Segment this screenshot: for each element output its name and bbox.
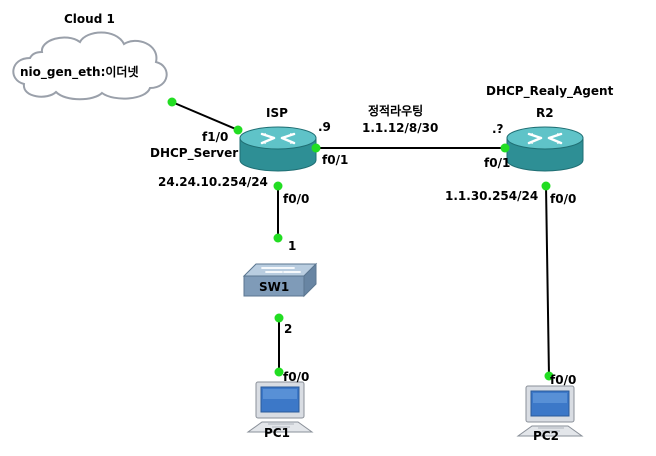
port-label-pc1: f0/0 [283, 370, 309, 384]
port-label-pc2: f0/0 [550, 373, 576, 387]
port-dot-r2-f0-0 [541, 181, 551, 191]
port-label-sw1-p1: 1 [288, 239, 296, 253]
port-dot-r2-f0-1 [500, 143, 510, 153]
port-label-r2-f0-1: f0/1 [484, 156, 510, 170]
port-label-isp-host: .9 [318, 120, 331, 134]
routing-subnet: 1.1.12/8/30 [362, 121, 438, 135]
port-dot-isp-f0-1 [311, 143, 321, 153]
port-label-sw1-p2: 2 [284, 322, 292, 336]
isp-lan-ip: 24.24.10.254/24 [158, 175, 268, 189]
links [171, 101, 550, 377]
cloud-icon [12, 31, 168, 101]
r2-lan-ip: 1.1.30.254/24 [445, 189, 538, 203]
port-dot-isp-f0-0 [273, 181, 283, 191]
port-label-r2-f0-0: f0/0 [550, 192, 576, 206]
port-dots [167, 97, 554, 381]
pc1[interactable] [246, 381, 314, 433]
switch-icon [242, 262, 318, 298]
router-isp-name: ISP [266, 106, 288, 120]
port-label-r2-host: .? [492, 122, 504, 136]
cloud-1[interactable]: Cloud 1 nio_gen_eth:이더넷 [12, 12, 168, 101]
switch-sw1[interactable] [242, 262, 318, 298]
switch-sw1-name: SW1 [259, 280, 289, 294]
pc2-name: PC2 [533, 429, 559, 443]
pc2[interactable] [516, 385, 584, 437]
router-icon [506, 126, 584, 172]
pc-icon [516, 385, 584, 437]
port-dot-isp-f1-0 [233, 125, 243, 135]
router-icon [239, 126, 317, 172]
link-cloud-isp[interactable] [171, 101, 239, 131]
pc1-name: PC1 [264, 426, 290, 440]
router-isp[interactable] [239, 126, 317, 172]
cloud-interface-label: nio_gen_eth:이더넷 [20, 64, 139, 80]
router-r2[interactable] [506, 126, 584, 172]
port-dot-sw1-p1 [273, 233, 283, 243]
port-dot-pc2 [544, 371, 554, 381]
port-dot-sw1-p2 [274, 313, 284, 323]
router-isp-role: DHCP_Server [150, 146, 238, 161]
port-dot-pc1 [274, 367, 284, 377]
port-dot-cloud [167, 97, 177, 107]
port-label-isp-f0-1: f0/1 [322, 153, 348, 167]
cloud-title: Cloud 1 [64, 12, 115, 26]
port-label-isp-f0-0: f0/0 [283, 192, 309, 206]
routing-title: 정적라우팅 [368, 103, 423, 118]
port-label-isp-f1-0: f1/0 [202, 130, 228, 144]
pc-icon [246, 381, 314, 433]
port-labels: f1/0 .9 f0/1 f0/0 24.24.10.254/24 정적라우팅 … [158, 103, 576, 387]
router-r2-role: DHCP_Realy_Agent [486, 84, 614, 99]
link-r2-pc2[interactable] [545, 185, 550, 377]
router-r2-name: R2 [536, 106, 554, 120]
